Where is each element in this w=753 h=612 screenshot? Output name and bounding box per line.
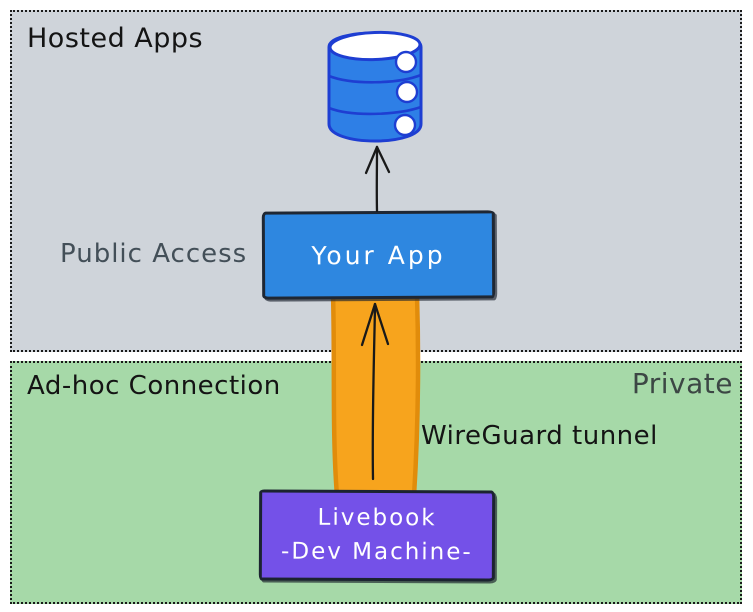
hosted-apps-label: Hosted Apps	[27, 23, 204, 54]
database-icon	[327, 30, 423, 143]
your-app-node: Your App	[261, 210, 496, 300]
private-label: Private	[631, 367, 733, 400]
database-dot-2	[395, 80, 419, 104]
public-access-label: Public Access	[60, 239, 248, 269]
database-dot-3	[393, 113, 417, 137]
database-dot-1	[394, 50, 418, 74]
database-top-ellipse	[328, 30, 422, 62]
livebook-label-line2: -Dev Machine-	[281, 538, 473, 565]
your-app-label: Your App	[311, 240, 446, 270]
tunnel-band	[330, 291, 421, 499]
adhoc-connection-label: Ad-hoc Connection	[27, 371, 281, 401]
wireguard-tunnel-label: WireGuard tunnel	[421, 421, 658, 451]
database-divider-2	[328, 105, 422, 116]
wireguard-tunnel-shape	[330, 291, 421, 499]
livebook-node: Livebook -Dev Machine-	[258, 489, 496, 582]
livebook-label-line1: Livebook	[317, 504, 437, 532]
database-divider-1	[328, 73, 422, 84]
